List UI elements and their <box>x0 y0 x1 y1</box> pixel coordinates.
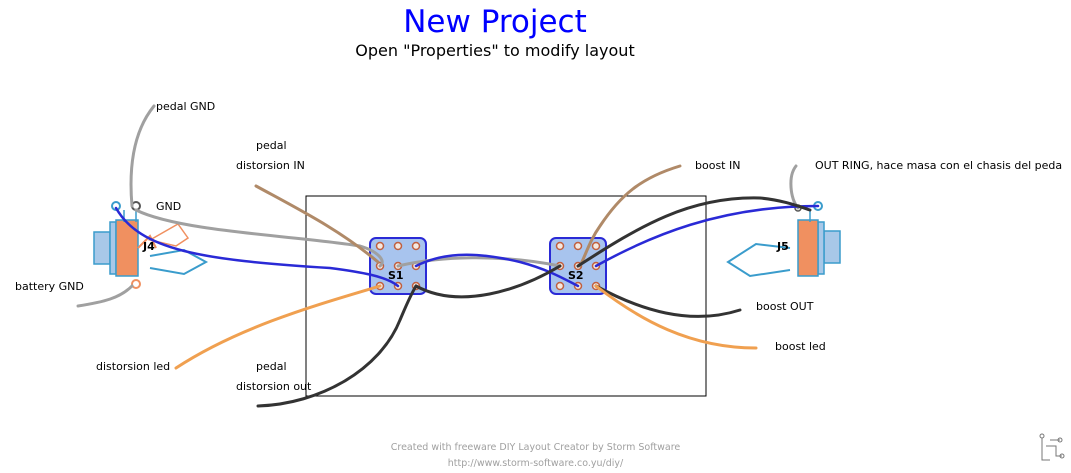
label-pedal-distorsion-out-1: pedal <box>256 360 287 373</box>
label-battery-gnd: battery GND <box>15 280 84 293</box>
wire-blue-s2-j5[interactable] <box>594 204 820 268</box>
wire-boost-led[interactable] <box>594 284 758 350</box>
label-boost-led: boost led <box>775 340 826 353</box>
footer-url[interactable]: http://www.storm-software.co.yu/diy/ <box>447 458 624 469</box>
wire-distorsion-led[interactable] <box>174 284 382 370</box>
footer-credit: Created with freeware DIY Layout Creator… <box>390 442 681 453</box>
wire-pedal-distorsion-out[interactable] <box>256 284 418 408</box>
wire-dark-s2-j5[interactable] <box>576 196 812 268</box>
wire-gray-s1-s2[interactable] <box>396 256 562 268</box>
wire-blue-j4-s1[interactable] <box>114 206 400 288</box>
jack-j5[interactable] <box>726 201 841 278</box>
label-s2: S2 <box>568 269 584 282</box>
wire-dark-s1-s2[interactable] <box>414 264 562 299</box>
label-distorsion-led: distorsion led <box>96 360 171 373</box>
wire-boost-out[interactable] <box>594 284 742 318</box>
label-s1: S1 <box>388 269 404 282</box>
wire-out-ring[interactable] <box>789 164 800 210</box>
page-subtitle: Open "Properties" to modify layout <box>355 41 635 60</box>
wire-gnd[interactable] <box>134 208 384 268</box>
enclosure-outline <box>305 195 707 397</box>
label-boost-in: boost IN <box>695 159 741 172</box>
wire-boost-in[interactable] <box>578 164 682 268</box>
label-pedal-distorsion-out-2: distorsion out <box>236 380 312 393</box>
diy-circuit-logo-icon <box>1039 433 1065 461</box>
label-pedal-gnd: pedal GND <box>156 100 216 113</box>
wire-pedal-gnd[interactable] <box>129 104 156 208</box>
jack-j4[interactable] <box>93 201 209 289</box>
label-j5: J5 <box>777 240 789 253</box>
label-boost-out: boost OUT <box>756 300 814 313</box>
label-pedal-distorsion-in-2: distorsion IN <box>236 159 305 172</box>
label-pedal-distorsion-in-1: pedal <box>256 139 287 152</box>
wire-battery-gnd[interactable] <box>76 284 134 308</box>
wire-pedal-distorsion-in[interactable] <box>254 184 380 264</box>
label-out-ring: OUT RING, hace masa con el chasis del pe… <box>815 159 1063 172</box>
label-j4: J4 <box>143 240 155 253</box>
wire-blue-s1-s2[interactable] <box>414 253 580 288</box>
label-gnd: GND <box>156 200 182 213</box>
page-title: New Project <box>403 4 587 40</box>
